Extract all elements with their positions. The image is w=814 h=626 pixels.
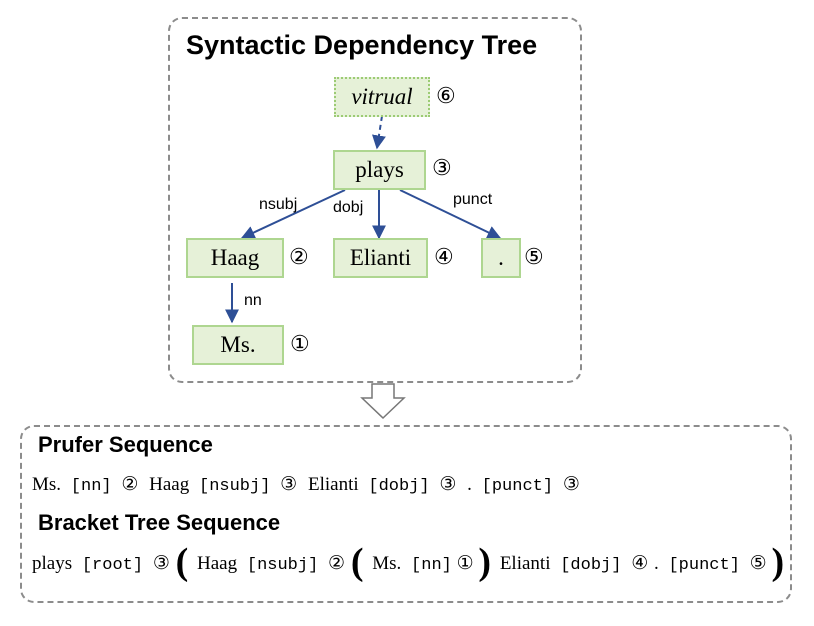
bracket-token: ④ bbox=[631, 553, 649, 574]
relation-punct: punct bbox=[453, 191, 493, 208]
dependency-tree-panel bbox=[168, 17, 582, 383]
node-ms-index: ① bbox=[290, 331, 310, 356]
prufer-token: ③ bbox=[280, 474, 298, 495]
prufer-sequence: Ms. [nn] ② Haag [nsubj] ③ Elianti [dobj]… bbox=[32, 473, 586, 496]
node-plays: plays bbox=[333, 150, 426, 190]
close-bracket: ) bbox=[771, 541, 785, 583]
bracket-token: . bbox=[653, 553, 659, 574]
node-elianti-index: ④ bbox=[434, 244, 454, 269]
prufer-token: Haag bbox=[149, 474, 190, 495]
node-ms: Ms. bbox=[192, 325, 284, 365]
tree-title: Syntactic Dependency Tree bbox=[186, 30, 538, 60]
node-plays-index: ③ bbox=[432, 155, 452, 180]
bracket-sequence: plays [root] ③ ( Haag [nsubj] ② ( Ms. [n… bbox=[32, 543, 784, 581]
prufer-token: [punct] bbox=[481, 477, 554, 496]
node-elianti: Elianti bbox=[333, 238, 428, 278]
close-bracket: ) bbox=[478, 541, 492, 583]
node-haag: Haag bbox=[186, 238, 284, 278]
prufer-token: [nsubj] bbox=[199, 477, 271, 496]
edge-virtual-plays bbox=[372, 115, 386, 150]
prufer-token: Ms. bbox=[32, 474, 62, 495]
bracket-token: ⑤ bbox=[749, 553, 767, 574]
edge-nsubj bbox=[240, 189, 346, 240]
relation-nsubj: nsubj bbox=[259, 196, 298, 213]
sequence-panel bbox=[20, 425, 792, 603]
node-punct: . bbox=[481, 238, 521, 278]
prufer-token: ② bbox=[121, 474, 139, 495]
prufer-token: Elianti bbox=[307, 474, 359, 495]
prufer-token: [nn] bbox=[70, 477, 112, 496]
node-virtual-index: ⑥ bbox=[436, 83, 456, 108]
bracket-token: [nn] bbox=[411, 556, 452, 575]
down-arrow-icon bbox=[360, 383, 406, 420]
prufer-token: . bbox=[467, 474, 472, 495]
node-punct-index: ⑤ bbox=[524, 244, 544, 269]
prufer-title: Prufer Sequence bbox=[38, 432, 213, 457]
bracket-token: ② bbox=[328, 553, 346, 574]
bracket-token: ① bbox=[456, 553, 474, 574]
bracket-token: Elianti bbox=[499, 553, 551, 574]
prufer-token: [dobj] bbox=[368, 477, 430, 496]
bracket-token: plays bbox=[32, 553, 73, 574]
prufer-token: ③ bbox=[562, 474, 580, 495]
node-virtual: vitrual bbox=[334, 77, 430, 117]
bracket-title: Bracket Tree Sequence bbox=[38, 510, 281, 535]
bracket-token: [root] bbox=[81, 556, 144, 575]
relation-dobj: dobj bbox=[333, 199, 364, 216]
prufer-token: ③ bbox=[439, 474, 457, 495]
bracket-token: ③ bbox=[152, 553, 170, 574]
relation-nn: nn bbox=[244, 292, 262, 309]
bracket-token: [dobj] bbox=[560, 556, 622, 575]
node-haag-index: ② bbox=[289, 244, 309, 269]
open-bracket: ( bbox=[175, 541, 189, 583]
bracket-token: Ms. bbox=[372, 553, 402, 574]
bracket-token: [nsubj] bbox=[246, 556, 319, 575]
edge-punct bbox=[399, 189, 502, 239]
open-bracket: ( bbox=[350, 541, 364, 583]
bracket-token: Haag bbox=[197, 553, 238, 574]
bracket-token: [punct] bbox=[668, 556, 740, 575]
